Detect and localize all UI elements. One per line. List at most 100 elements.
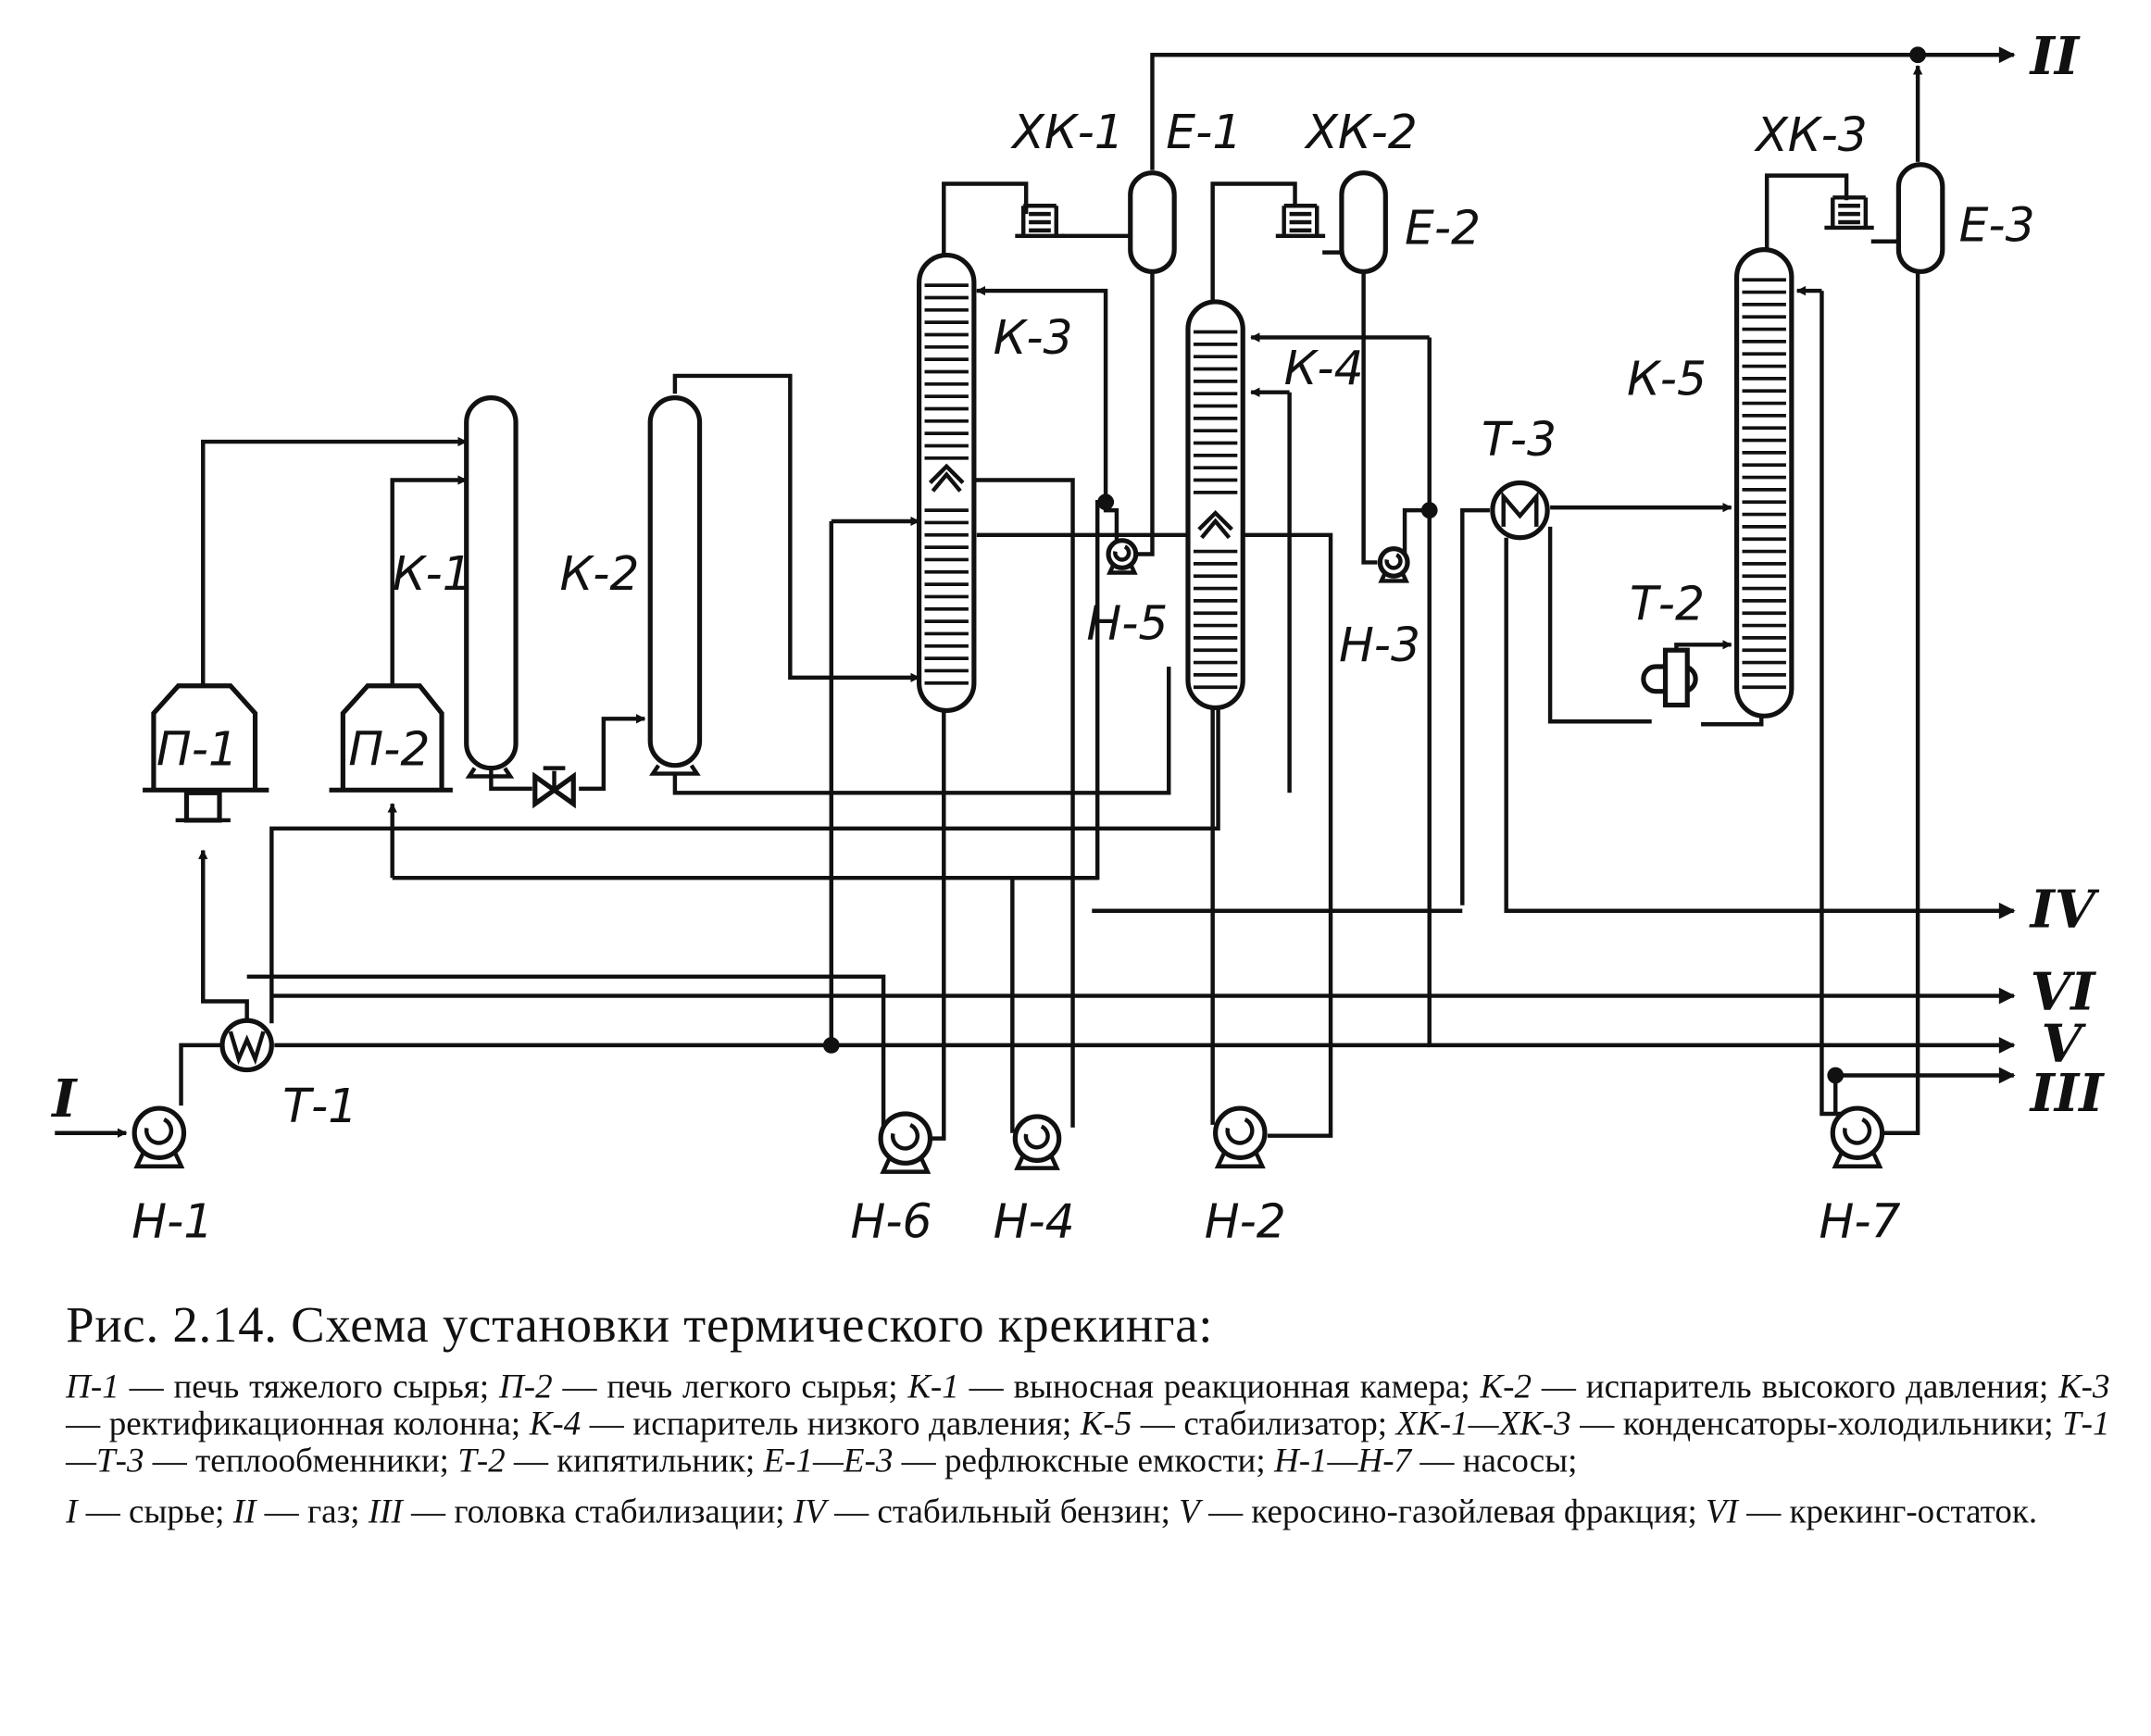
label-h6: Н-6 (851, 1193, 932, 1248)
legend-text: — керосино-газойлевая фракция; (1199, 1493, 1707, 1531)
label-h5: Н-5 (1086, 595, 1168, 650)
legend-text: — головка стабилизации; (402, 1493, 794, 1531)
legend-equipment: П-1 — печь тяжелого сырья; П-2 — печь ле… (66, 1369, 2109, 1480)
pump-icon (1830, 1105, 1885, 1168)
legend-code: Т-2 (457, 1443, 506, 1480)
legend-text: — газ; (256, 1493, 369, 1531)
pipe-k3-h4 (970, 478, 1075, 1128)
heat-exchanger-t3 (1490, 480, 1550, 541)
legend-code: П-1 (66, 1368, 119, 1406)
stream-label-iv: IV (2029, 879, 2100, 940)
legend-code: II (232, 1493, 256, 1531)
legend-streams: I — сырье; II — газ; III — головка стаби… (66, 1493, 2109, 1530)
furnace-p2 (329, 683, 453, 793)
heat-exchanger-t1 (219, 1018, 274, 1073)
legend-code: К-2 (1480, 1368, 1532, 1406)
junctions (822, 46, 1927, 1084)
drum-e3 (1895, 162, 1945, 274)
label-t2: Т-2 (1630, 577, 1705, 631)
legend-text: — ректификационная колонна; (66, 1405, 530, 1443)
legend-text: — конденсаторы-холодильники; (1570, 1405, 2063, 1443)
pipe-k3-h6 (924, 710, 946, 1141)
stream-labels: I II III IV V VI (50, 26, 2105, 1130)
legend-code: Е-1—Е-3 (763, 1443, 894, 1480)
pipe-e1-gas (1150, 53, 1919, 170)
pipe-k3-mid (976, 532, 1333, 1138)
label-k3: К-3 (994, 310, 1073, 365)
pipe-to-t3 (1460, 507, 1490, 905)
pump-icon (1213, 1105, 1268, 1168)
label-e1: Е-1 (1166, 105, 1242, 159)
label-h7: Н-7 (1819, 1193, 1900, 1248)
legend-code: I (66, 1493, 78, 1531)
legend-text: — выносная реакционная камера; (958, 1368, 1481, 1406)
pipe-t1-p1 (198, 849, 249, 1024)
legend-code: К-3 (2058, 1368, 2110, 1406)
label-h3: Н-3 (1339, 618, 1420, 672)
pipe-t3-reb (1547, 526, 1652, 724)
caption-title: Рис. 2.14. Схема установки термического … (66, 1297, 1214, 1355)
label-k2: К-2 (559, 546, 639, 601)
legend-code: К-5 (1080, 1405, 1132, 1443)
label-h1: Н-1 (131, 1193, 213, 1248)
label-t1: Т-1 (282, 1079, 357, 1133)
column-k3 (917, 252, 977, 714)
pipe-p2-k1 (390, 475, 468, 686)
column-k5 (1733, 247, 1795, 718)
stream-label-v: V (2041, 1014, 2086, 1075)
junction-dot (1097, 493, 1114, 511)
pipe-e3-reflux2 (1820, 291, 1857, 1117)
legend-text: — испаритель высокого давления; (1532, 1368, 2059, 1406)
legend-code: К-1 (907, 1368, 959, 1406)
pipe-h4-out (1010, 875, 1098, 1133)
legend-text: — стабилизатор; (1132, 1405, 1396, 1443)
legend-text: — кипятильник; (505, 1443, 764, 1480)
pump-icon (1012, 1114, 1062, 1170)
label-t3: Т-3 (1482, 412, 1557, 467)
label-k5: К-5 (1627, 352, 1707, 406)
pipe-h6-out (246, 974, 886, 1133)
pipe-network (55, 46, 2016, 1141)
legend-code: V (1179, 1493, 1200, 1531)
pump-icon (1377, 546, 1410, 583)
legend-code: VI (1706, 1493, 1738, 1531)
pipe-k5-xk3 (1764, 173, 1849, 253)
legend-code: ХК-1—ХК-3 (1395, 1405, 1571, 1443)
condenser-xk2 (1275, 204, 1326, 239)
legend-code: П-2 (498, 1368, 553, 1406)
column-trays (1193, 330, 1238, 690)
legend-text: — теплообменники; (144, 1443, 458, 1480)
equipment-labels: ХК-1 Е-1 ХК-2 Е-2 ХК-3 Е-3 К-1 К-2 К-3 К… (131, 105, 2034, 1248)
stream-label-vi: VI (2031, 961, 2097, 1022)
pipe-k4-xk2 (1210, 181, 1297, 305)
legend-code: Т-1—Т-3 (66, 1405, 2110, 1480)
legend-text: — печь тяжелого сырья; (119, 1368, 499, 1406)
legend-text: — стабильный бензин; (825, 1493, 1180, 1531)
figure-caption: Рис. 2.14. Схема установки термического … (66, 1296, 2109, 1530)
pumps (131, 538, 1885, 1174)
drum-e2 (1339, 170, 1388, 274)
label-xk1: ХК-1 (1009, 105, 1123, 159)
label-h4: Н-4 (994, 1193, 1075, 1248)
stream-label-i: I (50, 1068, 78, 1130)
pipe-valve-k2 (579, 714, 646, 792)
pipe-e2-t3 (1427, 510, 2016, 1054)
reboiler-t2 (1641, 647, 1698, 708)
pipe-k2-k4 (672, 667, 1171, 795)
legend-code: IV (793, 1493, 826, 1531)
pipe-e3-h7 (1876, 271, 1920, 1135)
label-k4: К-4 (1284, 341, 1364, 395)
drum-e1 (1128, 170, 1177, 274)
junction-dot (822, 1037, 840, 1054)
junction-dot (1420, 502, 1438, 519)
label-k1: К-1 (393, 546, 472, 601)
stream-label-iii: III (2029, 1063, 2106, 1124)
evaporator-k2 (647, 395, 703, 776)
valve-icon (532, 766, 576, 809)
legend-text: — сырье; (77, 1493, 233, 1531)
chamber-k1 (464, 395, 519, 779)
label-xk2: ХК-2 (1303, 105, 1417, 159)
condenser-xk3 (1824, 195, 1874, 231)
legend-text: — крекинг-остаток. (1737, 1493, 2038, 1531)
